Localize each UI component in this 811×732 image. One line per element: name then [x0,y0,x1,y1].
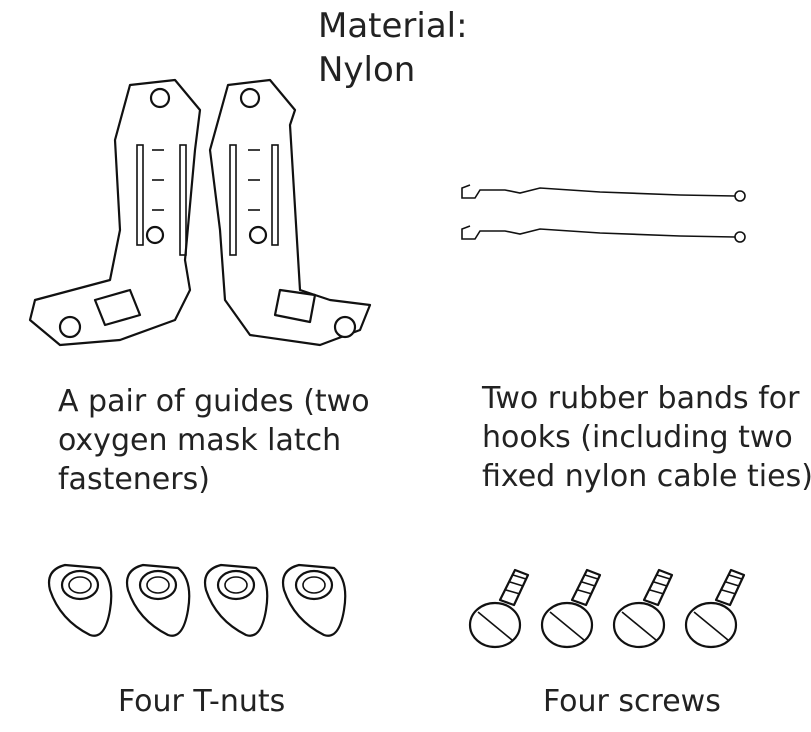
caption-line: A pair of guides (two [58,384,370,419]
rubber-bands-icon [461,184,746,243]
t-nuts-caption: Four T-nuts [118,684,286,719]
latch-guides-icon [28,78,372,347]
material-value: Nylon [318,50,416,90]
screws-icon [468,568,746,649]
material-label: Material: Nylon [318,4,468,92]
caption-line: fixed nylon cable ties) [482,459,811,494]
caption-line: oxygen mask latch [58,423,342,458]
screws-caption: Four screws [543,684,721,719]
t-nuts-icon [47,563,347,637]
caption-line: Two rubber bands for [482,381,800,416]
caption-line: hooks (including two [482,420,793,455]
material-heading: Material: [318,6,468,46]
bands-caption: Two rubber bands for hooks (including tw… [482,379,811,496]
guides-caption: A pair of guides (two oxygen mask latch … [58,382,370,499]
caption-line: fasteners) [58,462,210,497]
